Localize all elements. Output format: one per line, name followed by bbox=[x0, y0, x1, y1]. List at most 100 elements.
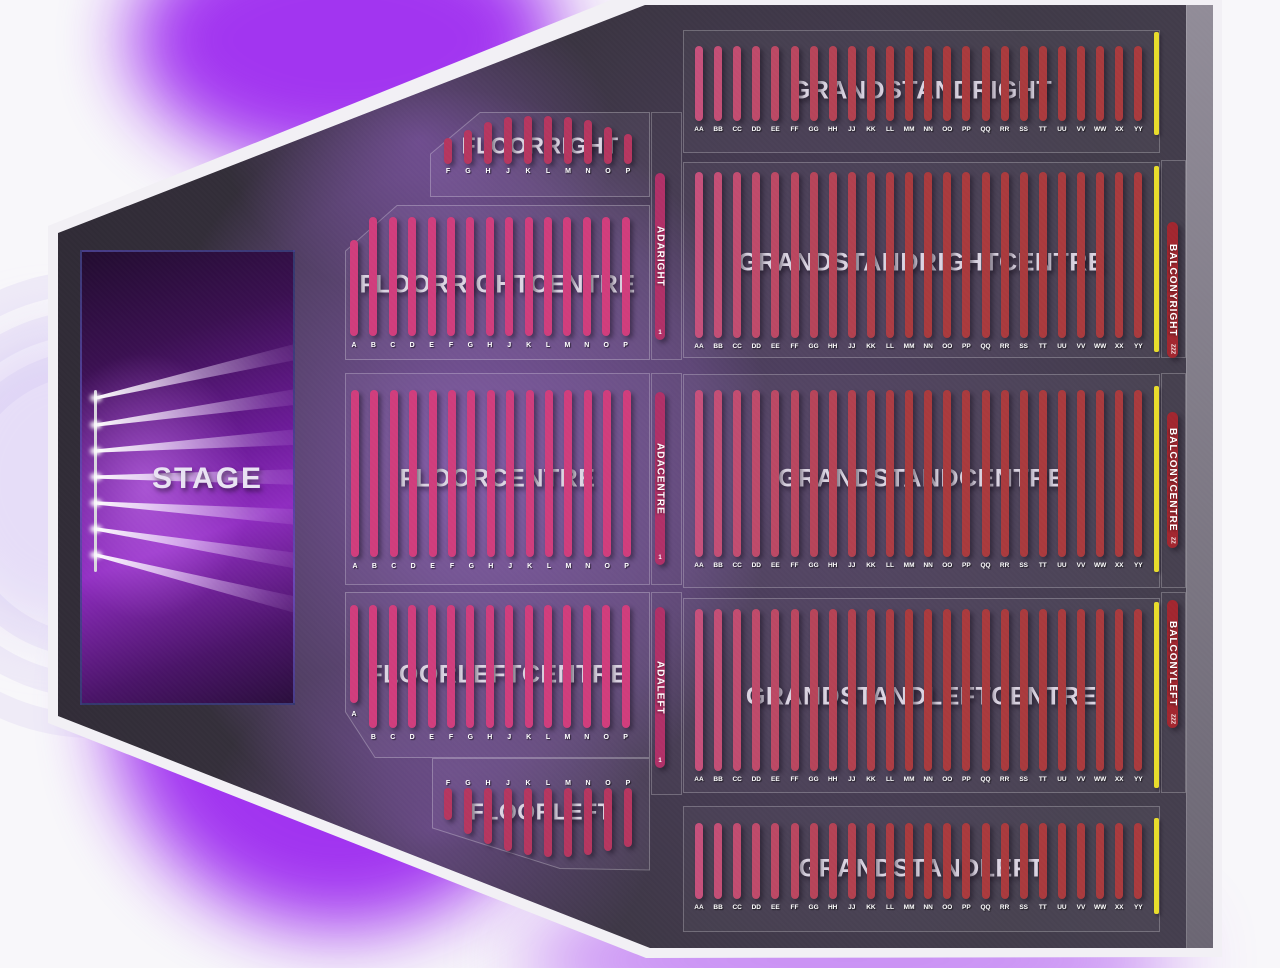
accessible-row-marker[interactable] bbox=[1154, 386, 1159, 572]
row-bar[interactable] bbox=[1000, 172, 1009, 338]
row-bar[interactable] bbox=[524, 788, 532, 855]
row-bar[interactable] bbox=[714, 390, 723, 557]
row-bar[interactable] bbox=[962, 390, 971, 557]
row-bar[interactable] bbox=[524, 116, 532, 164]
row-bar[interactable] bbox=[733, 172, 742, 338]
row-bar[interactable] bbox=[603, 390, 612, 557]
row-bar[interactable] bbox=[752, 609, 761, 771]
row-bar[interactable] bbox=[1077, 609, 1085, 771]
row-bar[interactable] bbox=[1057, 172, 1066, 338]
row-bar[interactable] bbox=[866, 172, 875, 338]
row-bar[interactable] bbox=[1019, 172, 1028, 338]
row-bar[interactable] bbox=[1019, 390, 1028, 557]
row-bar[interactable] bbox=[388, 605, 397, 728]
row-bar[interactable] bbox=[809, 390, 818, 557]
row-bar[interactable] bbox=[486, 390, 495, 557]
row-bar[interactable] bbox=[695, 46, 703, 121]
row-bar[interactable] bbox=[962, 172, 971, 338]
row-bar[interactable] bbox=[466, 605, 475, 728]
row-bar[interactable] bbox=[828, 390, 837, 557]
row-bar[interactable] bbox=[1038, 823, 1047, 899]
row-bar[interactable] bbox=[924, 390, 933, 557]
row-bar[interactable] bbox=[924, 823, 933, 899]
row-bar[interactable] bbox=[905, 46, 914, 121]
row-bar[interactable] bbox=[943, 46, 952, 121]
row-bar[interactable] bbox=[1134, 823, 1143, 899]
section-balconyleft[interactable]: BALCONYLEFT ZZZ bbox=[1167, 600, 1178, 728]
row-bar[interactable] bbox=[981, 172, 990, 338]
row-bar[interactable] bbox=[447, 605, 455, 728]
row-bar[interactable] bbox=[943, 609, 952, 771]
row-bar[interactable] bbox=[866, 390, 875, 557]
row-bar[interactable] bbox=[428, 390, 437, 557]
row-bar[interactable] bbox=[962, 609, 971, 771]
row-bar[interactable] bbox=[388, 217, 397, 336]
row-bar[interactable] bbox=[809, 823, 818, 899]
row-bar[interactable] bbox=[847, 609, 856, 771]
row-bar[interactable] bbox=[924, 609, 933, 771]
row-bar[interactable] bbox=[847, 46, 856, 121]
row-bar[interactable] bbox=[1115, 390, 1124, 557]
row-bar[interactable] bbox=[752, 390, 761, 557]
row-bar[interactable] bbox=[809, 609, 818, 771]
row-bar[interactable] bbox=[525, 390, 534, 557]
row-bar[interactable] bbox=[981, 823, 990, 899]
row-bar[interactable] bbox=[583, 390, 592, 557]
row-bar[interactable] bbox=[1077, 172, 1085, 338]
row-bar[interactable] bbox=[484, 788, 492, 844]
row-bar[interactable] bbox=[714, 609, 723, 771]
row-bar[interactable] bbox=[563, 605, 572, 728]
row-bar[interactable] bbox=[905, 609, 914, 771]
row-bar[interactable] bbox=[427, 217, 436, 336]
row-bar[interactable] bbox=[466, 217, 475, 336]
row-bar[interactable] bbox=[886, 823, 894, 899]
row-bar[interactable] bbox=[905, 390, 914, 557]
row-bar[interactable] bbox=[828, 46, 837, 121]
row-bar[interactable] bbox=[504, 117, 512, 164]
row-bar[interactable] bbox=[602, 605, 611, 728]
row-bar[interactable] bbox=[790, 390, 799, 557]
row-bar[interactable] bbox=[1057, 46, 1066, 121]
row-bar[interactable] bbox=[621, 605, 630, 728]
row-bar[interactable] bbox=[771, 390, 780, 557]
row-bar[interactable] bbox=[866, 46, 875, 121]
accessible-row-marker[interactable] bbox=[1154, 32, 1159, 135]
row-bar[interactable] bbox=[790, 609, 799, 771]
row-bar[interactable] bbox=[604, 127, 612, 164]
row-bar[interactable] bbox=[584, 788, 592, 855]
row-bar[interactable] bbox=[771, 823, 780, 899]
row-bar[interactable] bbox=[886, 46, 894, 121]
row-bar[interactable] bbox=[1115, 823, 1124, 899]
row-bar[interactable] bbox=[962, 46, 971, 121]
row-bar[interactable] bbox=[1096, 823, 1105, 899]
row-bar[interactable] bbox=[544, 217, 552, 336]
row-bar[interactable] bbox=[752, 823, 761, 899]
row-bar[interactable] bbox=[504, 788, 512, 851]
row-bar[interactable] bbox=[485, 605, 494, 728]
row-bar[interactable] bbox=[544, 788, 552, 857]
row-bar[interactable] bbox=[1057, 609, 1066, 771]
row-bar[interactable] bbox=[1000, 390, 1009, 557]
row-bar[interactable] bbox=[981, 390, 990, 557]
row-bar[interactable] bbox=[1134, 609, 1143, 771]
row-bar[interactable] bbox=[1134, 46, 1143, 121]
row-bar[interactable] bbox=[828, 609, 837, 771]
row-bar[interactable] bbox=[1077, 390, 1085, 557]
accessible-row-marker[interactable] bbox=[1154, 166, 1159, 352]
row-bar[interactable] bbox=[771, 46, 780, 121]
row-bar[interactable] bbox=[444, 138, 452, 164]
row-bar[interactable] bbox=[695, 609, 703, 771]
row-bar[interactable] bbox=[695, 823, 703, 899]
row-bar[interactable] bbox=[905, 823, 914, 899]
row-bar[interactable] bbox=[714, 823, 723, 899]
row-bar[interactable] bbox=[464, 130, 472, 164]
row-bar[interactable] bbox=[1038, 46, 1047, 121]
row-bar[interactable] bbox=[733, 823, 742, 899]
row-bar[interactable] bbox=[1096, 390, 1105, 557]
row-bar[interactable] bbox=[1000, 46, 1009, 121]
section-balconycentre[interactable]: BALCONYCENTRE ZZ bbox=[1167, 412, 1178, 548]
row-bar[interactable] bbox=[544, 116, 552, 164]
